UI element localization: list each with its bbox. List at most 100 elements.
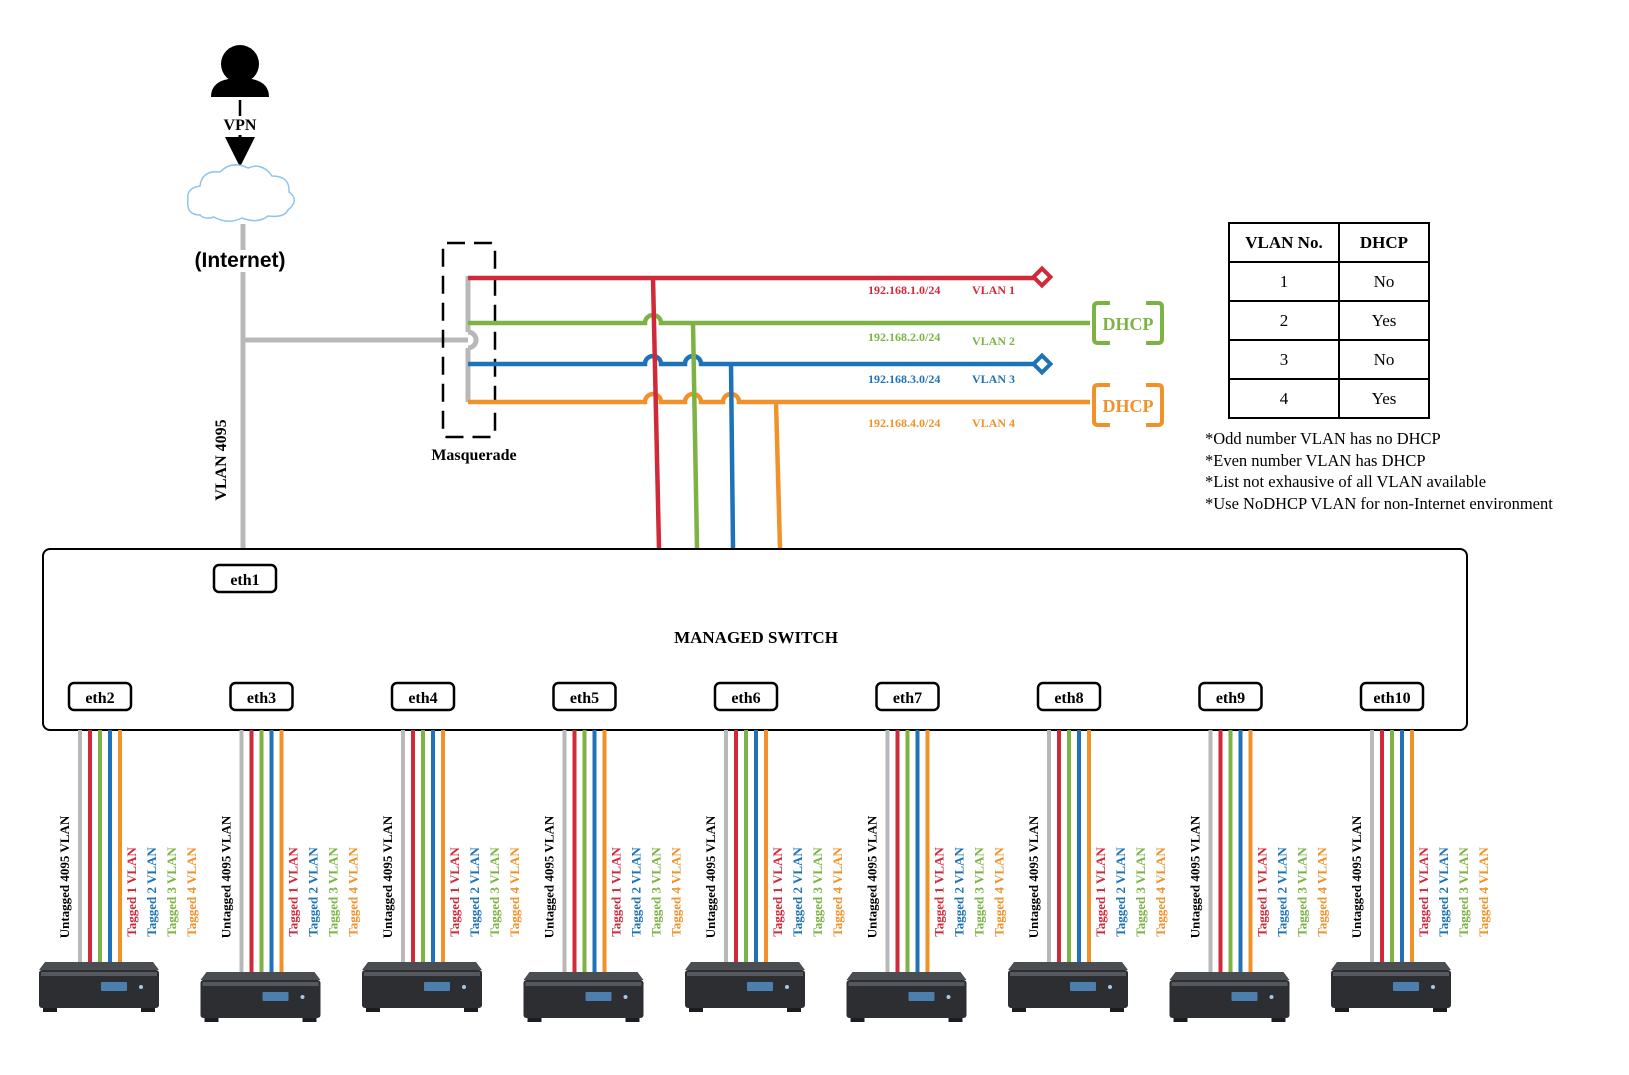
vlan2-subnet: 192.168.2.0/24: [868, 330, 940, 344]
vlan4-drop: [773, 401, 783, 549]
mini-pc-edge: [41, 972, 157, 976]
mini-pc-panel: [585, 992, 612, 1001]
tagged-label: Tagged 1 VLAN: [609, 847, 624, 937]
untagged-label: Untagged 4095 VLAN: [865, 815, 880, 938]
mini-pc-foot: [948, 1018, 963, 1022]
tagged-label: Tagged 4 VLAN: [992, 847, 1007, 937]
note-line: *Even number VLAN has DHCP: [1205, 450, 1426, 470]
note-line: *Odd number VLAN has no DHCP: [1205, 429, 1441, 448]
tagged-label: Tagged 2 VLAN: [790, 847, 805, 937]
table-cell: 1: [1228, 261, 1340, 302]
tagged-label: Tagged 4 VLAN: [346, 847, 361, 937]
mini-pc-foot: [527, 1018, 542, 1022]
tagged-label: Tagged 3 VLAN: [649, 847, 664, 937]
mini-pc-top: [1169, 972, 1290, 980]
mini-pc-led: [139, 985, 143, 989]
note-line: *List not exhausive of all VLAN availabl…: [1205, 472, 1487, 491]
mini-pc-foot: [1271, 1018, 1286, 1022]
mini-pc-body: [1331, 970, 1451, 1008]
mini-pc-icon: [200, 972, 321, 1022]
port-label: eth2: [85, 690, 114, 707]
port-eth1: eth1: [212, 563, 278, 594]
mini-pc-edge: [525, 982, 642, 986]
mini-pc-led: [1269, 995, 1274, 999]
mini-pc-edge: [1333, 972, 1449, 976]
untagged-label: Untagged 4095 VLAN: [542, 815, 557, 938]
vlan3-drop: [728, 363, 736, 549]
port-box: [390, 681, 456, 712]
tagged-label: Tagged 4 VLAN: [1315, 847, 1330, 937]
port-eth9: eth9: [1198, 681, 1263, 712]
tagged-label: Tagged 3 VLAN: [1456, 847, 1471, 937]
mini-pc-foot: [464, 1008, 478, 1012]
untagged-label: Untagged 4095 VLAN: [703, 815, 718, 938]
tagged-label: Tagged 2 VLAN: [467, 847, 482, 937]
untagged-label: Untagged 4095 VLAN: [380, 815, 395, 938]
mini-pc-foot: [1173, 1018, 1188, 1022]
table-cell: Yes: [1338, 378, 1430, 419]
tagged-label: Tagged 3 VLAN: [810, 847, 825, 937]
vlan-dhcp-table: VLAN No. DHCP 1 No 2 Yes 3 No 4 Yes: [1228, 222, 1430, 419]
mini-pc-top: [1008, 962, 1128, 970]
mini-pc-body: [1169, 980, 1290, 1018]
masquerade-label: Masquerade: [431, 447, 516, 464]
port-eth7: eth7: [875, 681, 940, 712]
tagged-label: Tagged 1 VLAN: [124, 847, 139, 937]
mini-pc-icon: [362, 962, 482, 1012]
mini-pc-foot: [366, 1008, 380, 1012]
mini-pc-led: [785, 985, 789, 989]
port-label: eth8: [1054, 690, 1083, 707]
port-box: [1198, 681, 1263, 712]
port-box: [552, 681, 617, 712]
mini-pc-led: [1431, 985, 1435, 989]
table-cell: No: [1338, 339, 1430, 380]
untagged-label: Untagged 4095 VLAN: [57, 815, 72, 938]
tagged-label: Tagged 1 VLAN: [932, 847, 947, 937]
table-row: 3 No: [1228, 339, 1430, 380]
vlan1-subnet: 192.168.1.0/24: [868, 283, 940, 297]
mini-pc-foot: [141, 1008, 155, 1012]
mini-pc-panel: [747, 982, 773, 991]
tagged-label: Tagged 1 VLAN: [286, 847, 301, 937]
untagged-label: Untagged 4095 VLAN: [1349, 815, 1364, 938]
port-label: eth4: [408, 690, 437, 707]
tagged-label: Tagged 3 VLAN: [164, 847, 179, 937]
table-row: 2 Yes: [1228, 300, 1430, 341]
port-eth6: eth6: [713, 681, 779, 712]
tagged-label: Tagged 3 VLAN: [1133, 847, 1148, 937]
tagged-label: Tagged 1 VLAN: [1093, 847, 1108, 937]
port-eth3: eth3: [229, 681, 294, 712]
mini-pc-top: [1331, 962, 1451, 970]
tagged-label: Tagged 2 VLAN: [1436, 847, 1451, 937]
vlan4-dhcp-server: DHCP: [1092, 383, 1164, 427]
mini-pc-top: [846, 972, 967, 980]
port-eth10: eth10: [1359, 681, 1425, 712]
vpn-label: VPN: [224, 117, 257, 134]
vlan1-endpoint-diamond: [1030, 265, 1054, 289]
mini-pc-edge: [364, 972, 480, 976]
mini-pc-edge: [202, 982, 319, 986]
mini-pc-edge: [1171, 982, 1288, 986]
mini-pc-led: [623, 995, 628, 999]
tagged-label: Tagged 2 VLAN: [1275, 847, 1290, 937]
mini-pc-foot: [689, 1008, 703, 1012]
port-eth4: eth4: [390, 681, 456, 712]
trunk-vlan-label: VLAN 4095: [213, 419, 230, 500]
tagged-label: Tagged 3 VLAN: [326, 847, 341, 937]
tagged-label: Tagged 4 VLAN: [1153, 847, 1168, 937]
tagged-label: Tagged 3 VLAN: [487, 847, 502, 937]
vlan1-drop: [650, 277, 662, 549]
tagged-label: Tagged 4 VLAN: [184, 847, 199, 937]
port-box: [875, 681, 940, 712]
mini-pc-foot: [1012, 1008, 1026, 1012]
mini-pc-top: [200, 972, 321, 980]
mini-pc-panel: [1070, 982, 1096, 991]
svg-text:DHCP: DHCP: [1103, 314, 1154, 334]
tagged-label: Tagged 2 VLAN: [629, 847, 644, 937]
port-box: [1036, 681, 1102, 712]
